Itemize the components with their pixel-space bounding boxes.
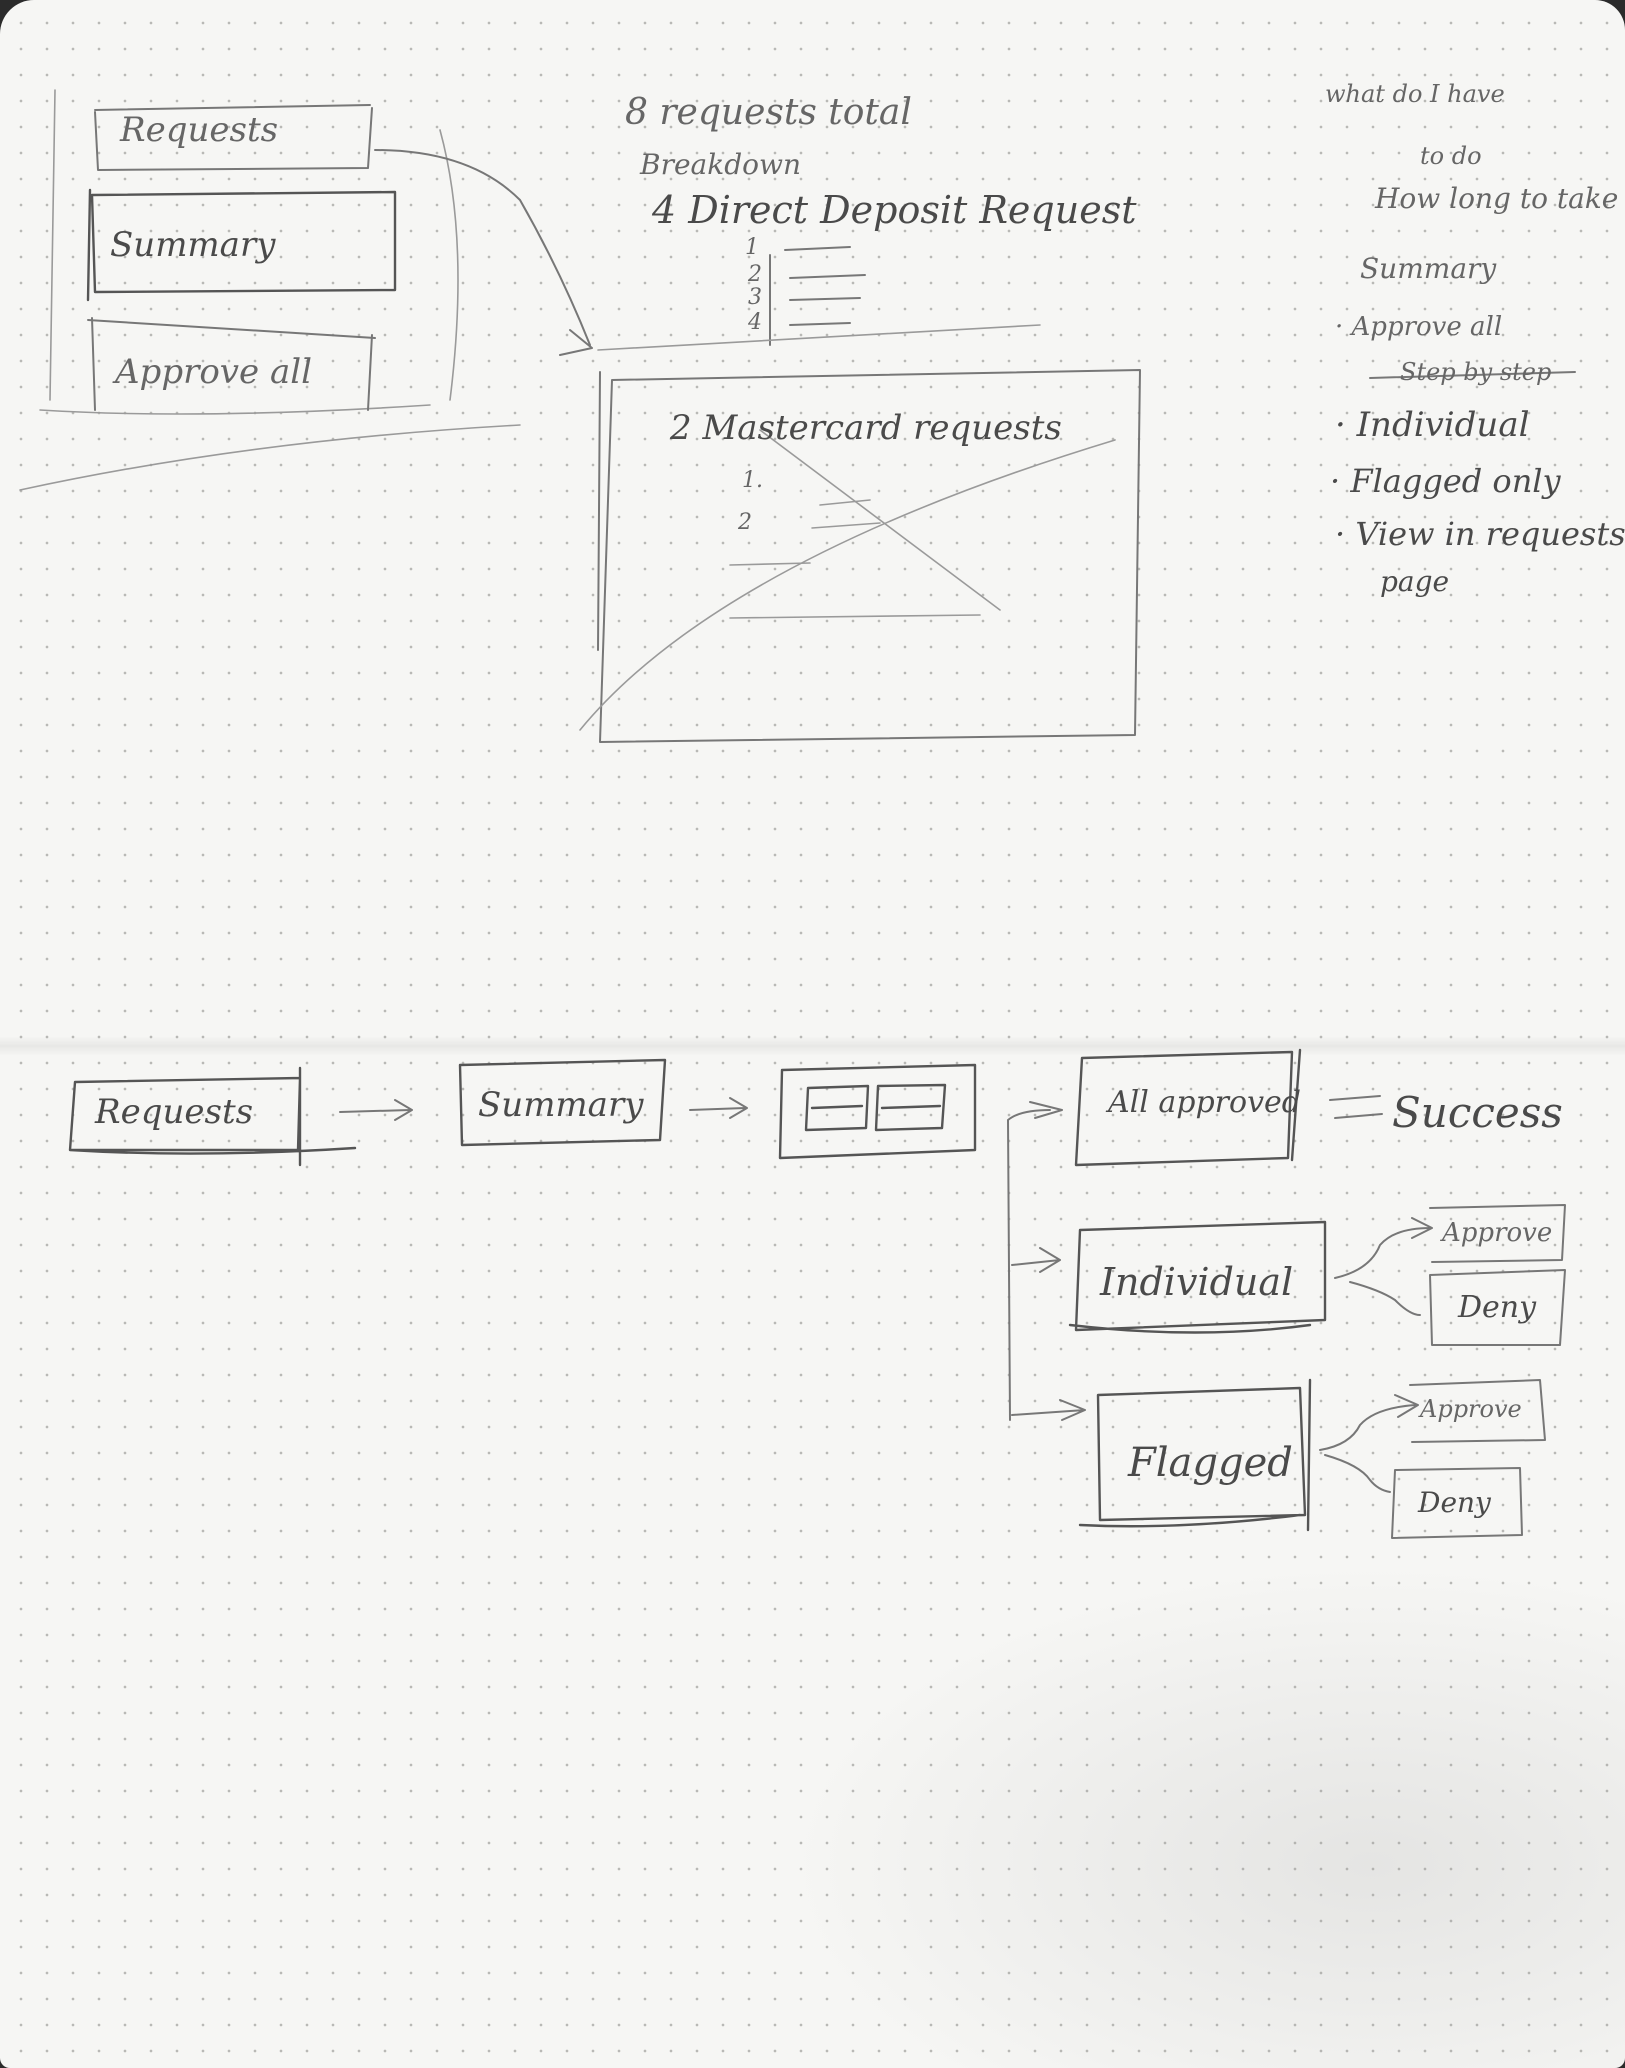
group-1-item-2: 2 xyxy=(748,262,762,287)
shadow xyxy=(780,1560,1625,2068)
note-line-4: Summary xyxy=(1360,252,1497,285)
nav-to-detail-arrow xyxy=(374,149,593,356)
group-2-rows xyxy=(729,499,981,619)
page-fold xyxy=(0,1036,1625,1056)
nav-item-approve-all: Approve all xyxy=(115,352,312,392)
flow-success-label: Success xyxy=(1392,1088,1563,1137)
group-1-lines xyxy=(769,246,866,346)
nav-box-1 xyxy=(94,104,373,171)
group-2-title: 2 Mastercard requests xyxy=(670,408,1062,448)
flow-all-approved-label: All approved xyxy=(1108,1085,1301,1120)
flow-summary-box xyxy=(458,1058,667,1147)
group-1-item-1: 1 xyxy=(745,235,759,260)
group-1-item-4: 4 xyxy=(748,310,762,335)
flow-flagged-box xyxy=(1078,1378,1312,1532)
top-divider xyxy=(597,324,1041,351)
flow-flagged-deny-label: Deny xyxy=(1418,1486,1491,1519)
flow-individual-label: Individual xyxy=(1100,1260,1294,1304)
flow-flagged-split xyxy=(1319,1394,1419,1493)
group-1-title: 4 Direct Deposit Request xyxy=(652,188,1137,232)
flow-flagged-approve-label: Approve xyxy=(1420,1395,1522,1423)
strike-step xyxy=(1369,371,1576,379)
note-line-9: · View in requests xyxy=(1335,515,1625,553)
note-line-2: to do xyxy=(1420,142,1482,170)
nav-box-2 xyxy=(86,188,397,302)
flow-branch-individual xyxy=(1011,1247,1061,1273)
flow-arrow-1 xyxy=(339,1099,413,1121)
flow-summary-label: Summary xyxy=(478,1085,644,1125)
flow-individual-split xyxy=(1334,1217,1433,1316)
note-line-10: page xyxy=(1380,565,1450,598)
flow-thumb-box xyxy=(778,1063,977,1160)
flow-individual-deny-label: Deny xyxy=(1458,1290,1537,1325)
group-1-item-3: 3 xyxy=(748,285,762,310)
flow-individual-deny-box xyxy=(1429,1269,1566,1346)
note-line-3: How long to take xyxy=(1375,182,1619,215)
flow-arrow-2 xyxy=(689,1097,748,1119)
note-line-1: what do I have xyxy=(1325,80,1505,108)
flow-flagged-deny-box xyxy=(1391,1467,1523,1539)
group-2-item-2: 2 xyxy=(738,510,752,535)
flow-thumb-cards xyxy=(804,1083,947,1132)
flow-branch-trunk xyxy=(1007,1101,1063,1421)
group-2-item-1: 1. xyxy=(742,468,763,493)
note-line-8: · Flagged only xyxy=(1330,462,1561,500)
flow-all-approved-box xyxy=(1074,1048,1302,1167)
group-2-diagonal-1 xyxy=(579,439,1116,731)
flow-arrow-success xyxy=(1329,1095,1383,1119)
nav-box-3 xyxy=(87,317,376,411)
note-line-5: · Approve all xyxy=(1335,312,1503,342)
nav-item-requests: Requests xyxy=(120,110,279,150)
note-line-6: Step by step xyxy=(1400,358,1552,386)
flow-individual-approve-label: Approve xyxy=(1442,1218,1553,1248)
summary-breakdown-label: Breakdown xyxy=(640,148,801,181)
flow-individual-box xyxy=(1068,1220,1327,1334)
group-2-diagonal-2 xyxy=(759,429,1001,611)
flow-flagged-approve-box xyxy=(1409,1379,1546,1443)
flow-flagged-label: Flagged xyxy=(1128,1440,1293,1486)
flow-requests-box xyxy=(68,1066,357,1167)
note-line-7: · Individual xyxy=(1335,405,1530,445)
summary-title: 8 requests total xyxy=(625,92,912,133)
flow-individual-approve-box xyxy=(1429,1204,1566,1263)
nav-item-summary: Summary xyxy=(110,225,276,265)
group-2-card xyxy=(597,369,1141,743)
flow-branch-flagged xyxy=(1011,1399,1086,1421)
flow-requests-label: Requests xyxy=(95,1092,254,1132)
phone-outline-curve xyxy=(19,424,521,491)
